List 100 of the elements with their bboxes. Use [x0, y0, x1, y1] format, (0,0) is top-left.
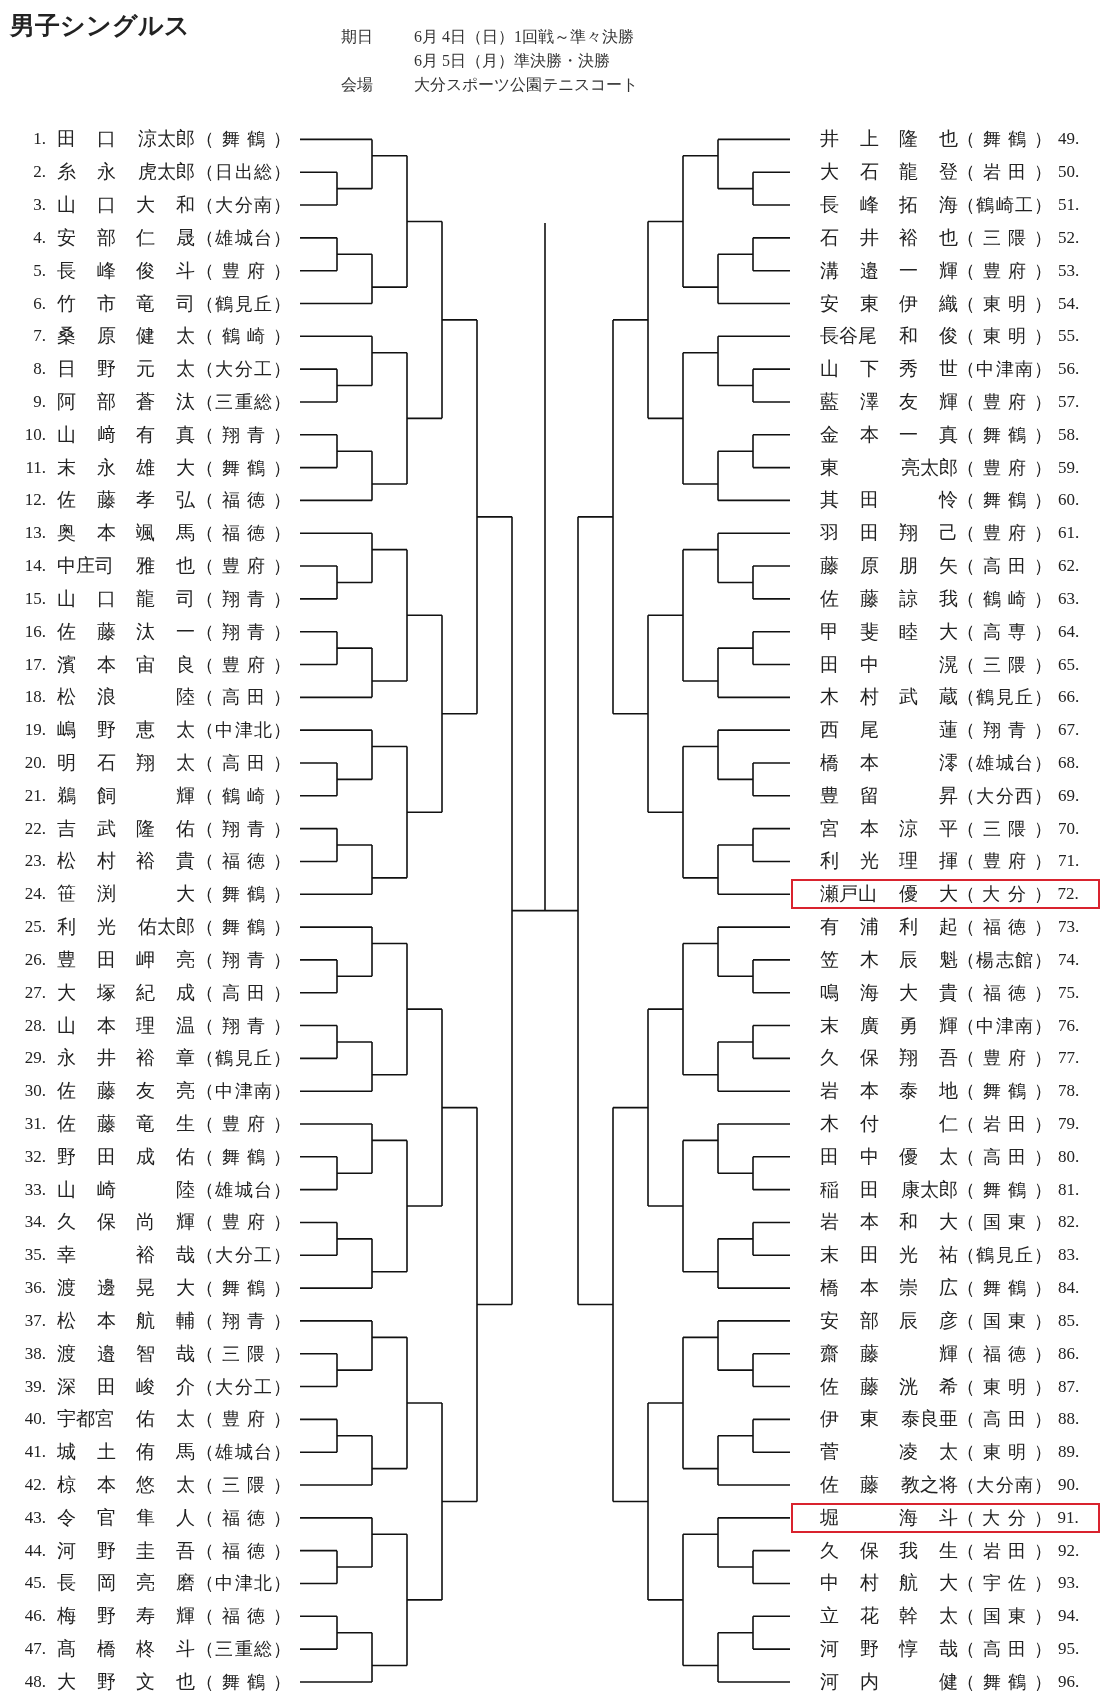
highlight-frame	[791, 1502, 1100, 1533]
entry-number: 12.	[23, 489, 46, 512]
entry-number: 16.	[23, 620, 46, 643]
entry-number: 34.	[23, 1211, 46, 1234]
school-name: （中津南）	[196, 1080, 291, 1104]
given-name: 武蔵	[899, 685, 958, 710]
school-name: （高田）	[957, 1145, 1052, 1169]
entry-number: 37.	[23, 1309, 46, 1332]
entry-number: 54.	[1058, 292, 1081, 315]
family-name: 大石	[820, 160, 879, 185]
entry-number: 17.	[23, 653, 46, 676]
given-name: 仁	[938, 1112, 958, 1136]
given-name: 辰魁	[899, 947, 958, 972]
school-name: （豊府）	[196, 555, 291, 579]
given-name: 虎太郎	[137, 160, 195, 185]
given-name: 隆佑	[136, 816, 195, 841]
given-name: 成佑	[136, 1144, 195, 1169]
school-name: （中津北）	[196, 1572, 291, 1596]
given-name: 宙良	[136, 652, 195, 677]
given-name: 教之将	[900, 1473, 958, 1497]
school-name: （舞鶴）	[196, 456, 291, 480]
entry-number: 19.	[23, 719, 46, 742]
given-name: 裕貴	[136, 849, 195, 874]
school-name: （豊府）	[957, 522, 1052, 546]
school-name: （豊府）	[196, 1211, 291, 1235]
entry-number: 78.	[1058, 1080, 1081, 1103]
family-name: 中村	[820, 1571, 879, 1596]
school-name: （東明）	[957, 292, 1052, 316]
family-name: 日野	[57, 357, 116, 382]
given-name: 泰地	[899, 1079, 958, 1104]
family-name: 河内	[820, 1669, 879, 1694]
family-name: 山崎	[57, 1177, 116, 1202]
given-name: 辰彦	[899, 1308, 958, 1333]
family-name: 橋本	[820, 750, 879, 775]
given-name: 大	[175, 882, 195, 907]
entry-number: 5.	[32, 259, 46, 282]
given-name: 亮磨	[136, 1571, 195, 1596]
school-name: （舞鶴）	[957, 423, 1052, 447]
entry-number: 44.	[23, 1539, 46, 1562]
school-name: （三隈）	[957, 653, 1052, 677]
given-name: 康太郎	[900, 1177, 958, 1202]
given-name: 惇哉	[899, 1637, 958, 1662]
school-name: （福徳）	[957, 981, 1052, 1005]
family-name: 菅	[820, 1440, 840, 1465]
school-name: （雄城台）	[196, 1178, 291, 1202]
info-heading: 期日	[341, 27, 373, 47]
family-name: 竹市	[57, 291, 116, 316]
family-name: 安部	[57, 225, 116, 250]
entry-number: 70.	[1058, 817, 1081, 840]
given-name: 佑太郎	[137, 915, 195, 940]
family-name: 岩本	[820, 1210, 879, 1235]
given-name: 睦大	[899, 619, 958, 644]
entry-number: 67.	[1058, 719, 1081, 742]
family-name: 山口	[57, 586, 116, 611]
given-name: 拓海	[899, 193, 958, 218]
given-name: 利起	[899, 915, 958, 940]
family-name: 田中	[820, 1144, 879, 1169]
family-name: 嶋野	[57, 718, 116, 743]
given-name: 昇	[938, 783, 958, 808]
entry-number: 79.	[1058, 1113, 1081, 1135]
given-name: 龍司	[136, 586, 195, 611]
given-name: 秀世	[899, 357, 958, 382]
school-name: （高田）	[957, 555, 1052, 579]
school-name: （雄城台）	[196, 226, 291, 250]
family-name: 溝邉	[820, 258, 879, 283]
given-name: 蓮	[938, 718, 958, 743]
family-name: 中庄司	[57, 554, 115, 579]
given-name: 孝弘	[136, 488, 195, 513]
entry-number: 11.	[24, 456, 46, 479]
school-name: （雄城台）	[196, 1441, 291, 1465]
entry-number: 10.	[23, 423, 46, 446]
school-name: （中津北）	[196, 719, 291, 743]
given-name: 輝	[938, 1341, 958, 1366]
entry-number: 24.	[23, 883, 46, 906]
school-name: （舞鶴）	[196, 1145, 291, 1169]
school-name: （鶴崎）	[196, 325, 291, 349]
school-name: （翔青）	[196, 587, 291, 611]
family-name: 山口	[57, 193, 116, 218]
family-name: 永井	[57, 1046, 116, 1071]
given-name: 泰良亜	[900, 1407, 958, 1432]
given-name: 洸希	[899, 1374, 958, 1399]
given-name: 隼人	[136, 1505, 195, 1530]
school-name: （福徳）	[957, 916, 1052, 940]
family-name: 長峰	[57, 258, 116, 283]
family-name: 長谷尾	[820, 324, 878, 349]
school-name: （福徳）	[196, 850, 291, 874]
family-name: 東	[820, 455, 840, 480]
entry-number: 30.	[23, 1080, 46, 1103]
entry-number: 63.	[1058, 587, 1081, 610]
given-name: 一真	[899, 422, 958, 447]
family-name: 石井	[820, 225, 879, 250]
given-name: 佑太	[136, 1407, 195, 1432]
family-name: 深田	[57, 1374, 116, 1399]
school-name: （福徳）	[196, 1539, 291, 1563]
school-name: （大分工）	[196, 358, 291, 382]
school-name: （三重総）	[196, 390, 291, 414]
given-name: 紀成	[136, 980, 195, 1005]
family-name: 久保	[57, 1210, 116, 1235]
entry-number: 8.	[32, 358, 46, 381]
given-name: 優大	[898, 882, 958, 907]
